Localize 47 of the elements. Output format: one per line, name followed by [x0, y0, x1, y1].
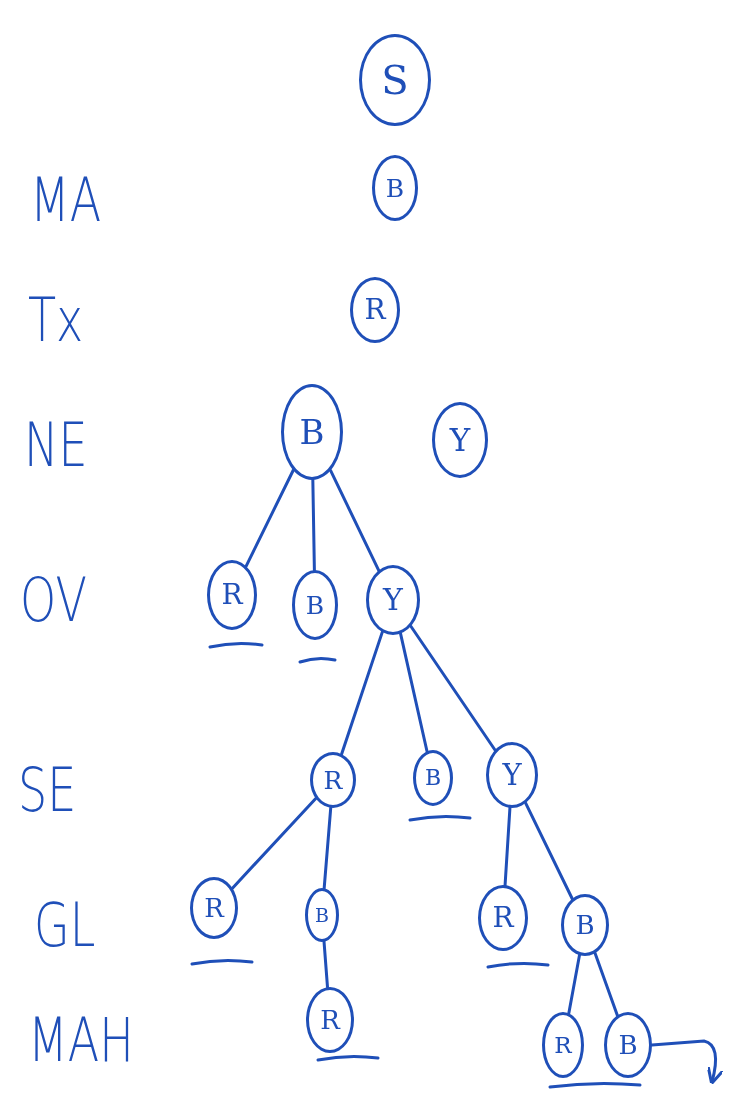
tree-branch-line	[340, 630, 384, 756]
row-label: MAH	[28, 1005, 134, 1076]
arrow	[650, 1039, 725, 1085]
node-letter: B	[299, 415, 325, 449]
node-letter: R	[554, 1033, 572, 1057]
tree-branch-line	[593, 951, 619, 1017]
letter-circle	[366, 565, 420, 635]
letter-circle	[413, 750, 453, 806]
tree-branch-line	[567, 953, 581, 1015]
node-letter: B	[305, 592, 325, 618]
node-letter: B	[424, 767, 442, 789]
letter-circle	[561, 894, 609, 956]
row-label: NE	[24, 410, 88, 481]
row-label: SE	[18, 755, 77, 826]
letter-circle	[190, 877, 238, 939]
tree-branch-line	[409, 624, 497, 752]
letter-circle	[486, 742, 538, 808]
row-label: MA	[30, 165, 102, 236]
node-letter: B	[618, 1032, 638, 1058]
letter-circle	[305, 888, 339, 942]
letter-circle	[310, 752, 356, 808]
row-label: OV	[20, 565, 87, 636]
node-letter: R	[320, 1007, 340, 1033]
node-letter: R	[364, 296, 386, 324]
node-letter: B	[315, 905, 329, 925]
row-label: Tx	[28, 285, 84, 356]
node-letter: Y	[449, 424, 471, 456]
node-letter: R	[221, 581, 243, 609]
node-letter: Y	[502, 760, 522, 790]
node-letter: Y	[383, 585, 403, 615]
tree-branch-line	[399, 632, 429, 753]
tree-branch-line	[524, 801, 574, 901]
tree-branch-line	[311, 478, 316, 572]
node-letter: S	[381, 60, 409, 100]
node-letter: B	[575, 912, 595, 938]
tree-branch-line	[322, 806, 333, 890]
node-letter: R	[204, 895, 224, 921]
row-label: GL	[34, 890, 96, 961]
node-letter: R	[323, 767, 343, 793]
tree-branch-line	[503, 806, 512, 887]
node-letter: R	[492, 904, 514, 932]
tree-branch-line	[230, 797, 318, 890]
letter-circle	[207, 560, 257, 630]
tree-branch-line	[322, 940, 329, 989]
node-letter: B	[385, 175, 405, 201]
letter-circle	[604, 1012, 652, 1078]
letter-circle	[306, 987, 354, 1053]
